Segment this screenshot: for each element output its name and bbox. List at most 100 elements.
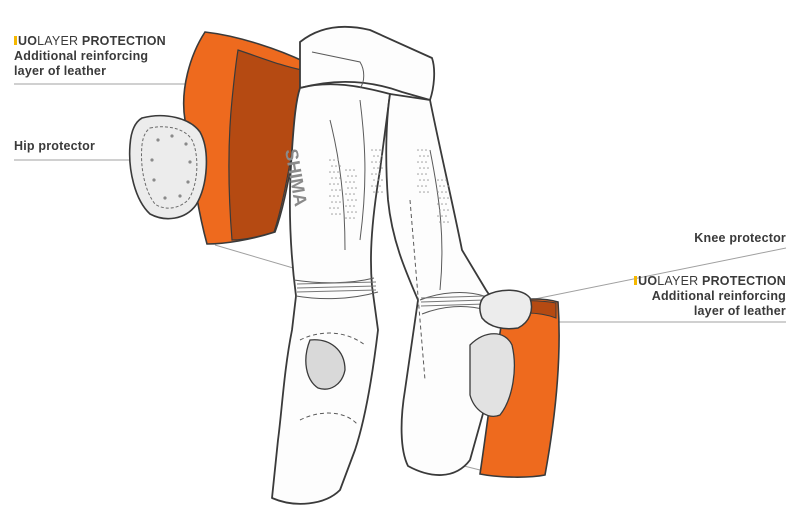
perforation-dot bbox=[353, 169, 355, 171]
perforation-dot bbox=[333, 159, 335, 161]
perforation-dot bbox=[421, 149, 423, 151]
perforation-dot bbox=[353, 205, 355, 207]
perforation-dot bbox=[337, 183, 339, 185]
perforation-dot bbox=[377, 167, 379, 169]
perforation-dot bbox=[379, 185, 381, 187]
perforation-dot bbox=[339, 201, 341, 203]
perforation-dot bbox=[353, 193, 355, 195]
perforation-dot bbox=[425, 149, 427, 151]
perforation-dot bbox=[441, 191, 443, 193]
callout-knee-protector: Knee protector bbox=[694, 231, 786, 246]
perforation-dot bbox=[445, 191, 447, 193]
perforation-dot bbox=[331, 165, 333, 167]
perforation-dot bbox=[349, 181, 351, 183]
hip-protector-pad bbox=[128, 114, 208, 220]
hip-protector-label: Hip protector bbox=[14, 139, 96, 153]
perforation-dot bbox=[371, 161, 373, 163]
duolayer-brand-mid: LAYER bbox=[657, 274, 699, 288]
perforation-dot bbox=[427, 155, 429, 157]
duolayer-brand-title: UOLAYER PROTECTION bbox=[634, 274, 786, 289]
perforation-dot bbox=[445, 203, 447, 205]
perforation-dot bbox=[447, 197, 449, 199]
perforation-dot bbox=[329, 159, 331, 161]
callout-text-line1: Additional reinforcing bbox=[14, 49, 149, 63]
perforation-dot bbox=[421, 161, 423, 163]
perforation-dot bbox=[371, 173, 373, 175]
perforation-dot bbox=[345, 181, 347, 183]
perforation-dot bbox=[419, 179, 421, 181]
duolayer-brand-mark bbox=[634, 276, 638, 285]
perforation-dot bbox=[377, 179, 379, 181]
perforation-dot bbox=[351, 187, 353, 189]
pants-body bbox=[271, 25, 503, 505]
perforation-dot bbox=[381, 155, 383, 157]
perforation-dot bbox=[423, 167, 425, 169]
perforation-dot bbox=[373, 191, 375, 193]
duolayer-brand-prefix: UO bbox=[18, 34, 38, 48]
perforation-dot bbox=[329, 171, 331, 173]
perforation-dot bbox=[355, 187, 357, 189]
duolayer-brand-mark bbox=[14, 36, 17, 45]
perforation-dot bbox=[425, 185, 427, 187]
perforation-dot bbox=[419, 155, 421, 157]
perforation-dot bbox=[447, 221, 449, 223]
perforation-dot bbox=[329, 195, 331, 197]
perforation-dot bbox=[347, 175, 349, 177]
perforation-dot bbox=[441, 215, 443, 217]
perforation-dot bbox=[329, 183, 331, 185]
perforation-dot bbox=[333, 195, 335, 197]
perforation-dot bbox=[349, 217, 351, 219]
perforation-dot bbox=[437, 179, 439, 181]
perforation-dot bbox=[417, 185, 419, 187]
perforation-dot bbox=[441, 203, 443, 205]
perforation-dot bbox=[335, 165, 337, 167]
perforation-dot bbox=[417, 161, 419, 163]
perforation-dot bbox=[439, 185, 441, 187]
perforation-dot bbox=[355, 211, 357, 213]
perforation-dot bbox=[349, 205, 351, 207]
perforation-dot bbox=[371, 185, 373, 187]
perforation-dot bbox=[421, 173, 423, 175]
perforation-dot bbox=[353, 217, 355, 219]
callout-knee-duolayer: UOLAYER PROTECTION Additional reinforcin… bbox=[634, 274, 786, 319]
perforation-dot bbox=[331, 189, 333, 191]
perforation-dot bbox=[339, 189, 341, 191]
leader-line-hip-to-leg bbox=[214, 244, 301, 271]
knee-protector-label: Knee protector bbox=[694, 231, 786, 245]
perforation-dot bbox=[419, 167, 421, 169]
perforation-dot bbox=[333, 183, 335, 185]
perforation-dot bbox=[379, 173, 381, 175]
perforation-dot bbox=[443, 185, 445, 187]
perforation-dot bbox=[339, 213, 341, 215]
perforation-dot bbox=[371, 149, 373, 151]
perforation-dot bbox=[331, 177, 333, 179]
knee-protector-pad bbox=[469, 289, 533, 417]
perforation-dot bbox=[377, 155, 379, 157]
perforation-dot bbox=[439, 209, 441, 211]
callout-text-line2: layer of leather bbox=[14, 64, 107, 78]
perforation-dot bbox=[443, 221, 445, 223]
perforation-dot bbox=[347, 211, 349, 213]
perforation-dot bbox=[427, 191, 429, 193]
perforation-dot bbox=[351, 199, 353, 201]
perforation-dot bbox=[377, 191, 379, 193]
duolayer-brand-title: UOLAYER PROTECTION bbox=[14, 34, 166, 49]
perforation-dot bbox=[347, 199, 349, 201]
perforation-dot bbox=[423, 155, 425, 157]
perforation-dot bbox=[355, 199, 357, 201]
perforation-dot bbox=[351, 211, 353, 213]
perforation-dot bbox=[337, 171, 339, 173]
perforation-dot bbox=[347, 187, 349, 189]
perforation-dot bbox=[337, 159, 339, 161]
callout-hip-duolayer: UOLAYER PROTECTION Additional reinforcin… bbox=[14, 34, 166, 79]
knee-slider bbox=[305, 339, 346, 390]
perforation-dot bbox=[421, 185, 423, 187]
duolayer-brand-mid: LAYER bbox=[37, 34, 79, 48]
callout-hip-protector: Hip protector bbox=[14, 139, 95, 154]
perforation-dot bbox=[345, 193, 347, 195]
perforation-dot bbox=[373, 179, 375, 181]
perforation-dot bbox=[335, 213, 337, 215]
perforation-dot bbox=[419, 191, 421, 193]
